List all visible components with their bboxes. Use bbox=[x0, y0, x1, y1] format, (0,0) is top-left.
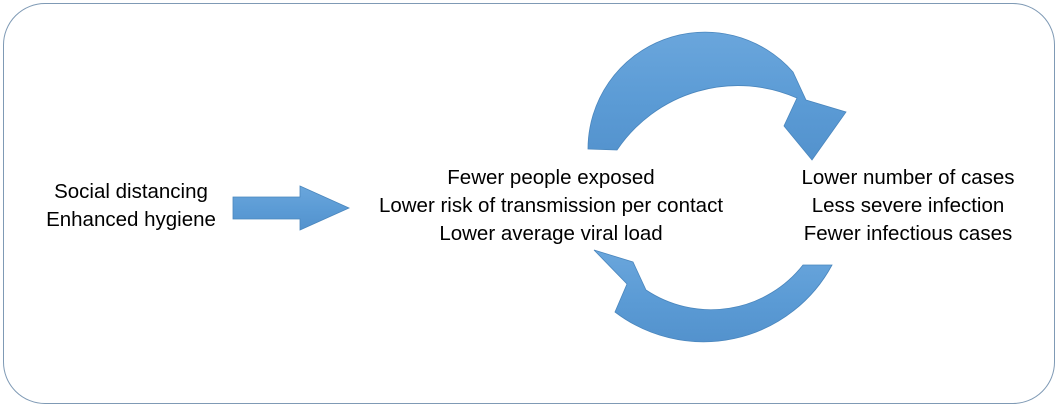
epidemic-outcomes-line-1: Lower number of cases bbox=[801, 166, 1015, 189]
text-block-epidemic-outcomes: Lower number of cases Less severe infect… bbox=[781, 164, 1035, 248]
interventions-line-1: Social distancing bbox=[54, 180, 208, 203]
text-block-exposure-effects: Fewer people exposed Lower risk of trans… bbox=[362, 164, 740, 248]
interventions-line-2: Enhanced hygiene bbox=[46, 208, 216, 231]
diagram-frame bbox=[3, 3, 1055, 404]
epidemic-outcomes-line-3: Fewer infectious cases bbox=[803, 222, 1013, 245]
text-block-interventions: Social distancing Enhanced hygiene bbox=[36, 178, 226, 234]
exposure-effects-line-2: Lower risk of transmission per contact bbox=[378, 194, 724, 217]
epidemic-outcomes-line-2: Less severe infection bbox=[811, 194, 1005, 217]
exposure-effects-line-1: Fewer people exposed bbox=[447, 166, 655, 189]
exposure-effects-line-3: Lower average viral load bbox=[439, 222, 663, 245]
